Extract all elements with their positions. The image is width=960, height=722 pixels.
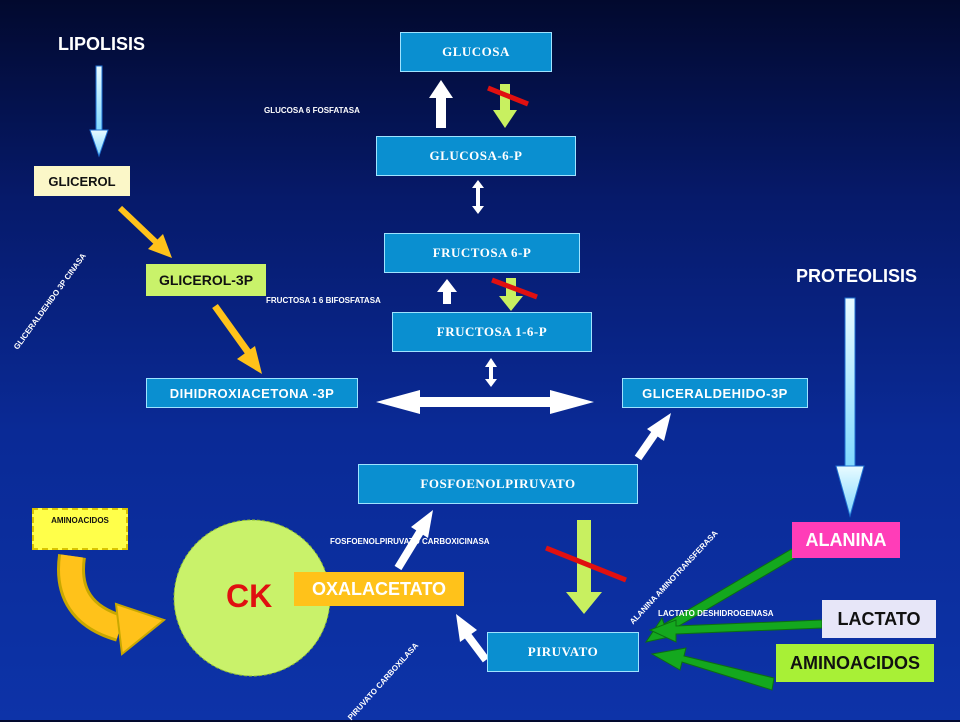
enzyme-lactato-deshidrogenasa: LACTATO DESHIDROGENASA [658,609,774,618]
g6p-to-glucosa-arrow [429,80,453,128]
node-glucosa[interactable]: GLUCOSA [400,32,552,72]
node-alanina[interactable]: ALANINA [792,522,900,558]
node-lactato[interactable]: LACTATO [822,600,936,638]
enzyme-fructosa-bifosfatasa: FRUCTOSA 1 6 BIFOSFATASA [266,296,381,305]
node-fructosa-1-6-p[interactable]: FRUCTOSA 1-6-P [392,312,592,352]
proteolisis-down-arrow [835,297,865,518]
ck-label: CK [226,578,273,614]
node-gliceraldehido-3p[interactable]: GLICERALDEHIDO-3P [622,378,808,408]
node-glicerol-3p[interactable]: GLICEROL-3P [146,264,266,296]
f16p-to-f6p-arrow [437,279,457,304]
enzyme-glucosa-6-fosfatasa: GLUCOSA 6 FOSFATASA [264,106,360,115]
piruvato-to-oxal-arrow [456,614,490,663]
ck-circle [173,519,331,677]
g6p-f6p-double-arrow [472,180,484,214]
dhap-ga3p-double-arrow [376,390,594,414]
node-fructosa-6-p[interactable]: FRUCTOSA 6-P [384,233,580,273]
node-dihidroxiacetona-3p[interactable]: DIHIDROXIACETONA -3P [146,378,358,408]
f16p-triose-double-arrow [485,358,497,387]
blocked-mark-fructosa [491,277,538,300]
node-fosfoenolpiruvato[interactable]: FOSFOENOLPIRUVATO [358,464,638,504]
node-piruvato[interactable]: PIRUVATO [487,632,639,672]
glicerol-to-glicerol3p-arrow [117,205,172,258]
proteolisis-header: PROTEOLISIS [796,266,918,286]
glicerol3p-to-dhap-arrow [212,303,262,374]
lactato-to-piruvato-arrow [648,619,823,643]
node-glicerol[interactable]: GLICEROL [34,166,130,196]
blocked-mark-pep [545,545,627,583]
blocked-mark-glucosa [487,85,529,107]
aminoacidos-to-ck-arrow [57,554,167,656]
oxal-to-pep-arrow [394,510,433,571]
glucosa-to-g6p-arrow [493,84,517,128]
pep-to-piruvato-arrow [566,520,602,614]
node-oxalacetato[interactable]: OXALACETATO [294,572,464,606]
alanina-to-piruvato-arrow [644,547,799,643]
node-aminoacidos[interactable]: AMINOACIDOS [776,644,934,682]
node-aminoacidos-small[interactable]: AMINOACIDOS [32,508,128,550]
enzyme-pep-carboxicinasa: FOSFOENOLPIRUVATO CARBOXICINASA [330,537,490,546]
aminoacidos-to-piruvato-arrow [650,647,775,691]
lipolisis-header: LIPOLISIS [58,34,146,54]
node-glucosa-6-p[interactable]: GLUCOSA-6-P [376,136,576,176]
pep-to-ga3p-arrow [634,413,671,461]
lipolisis-down-arrow [89,65,109,158]
